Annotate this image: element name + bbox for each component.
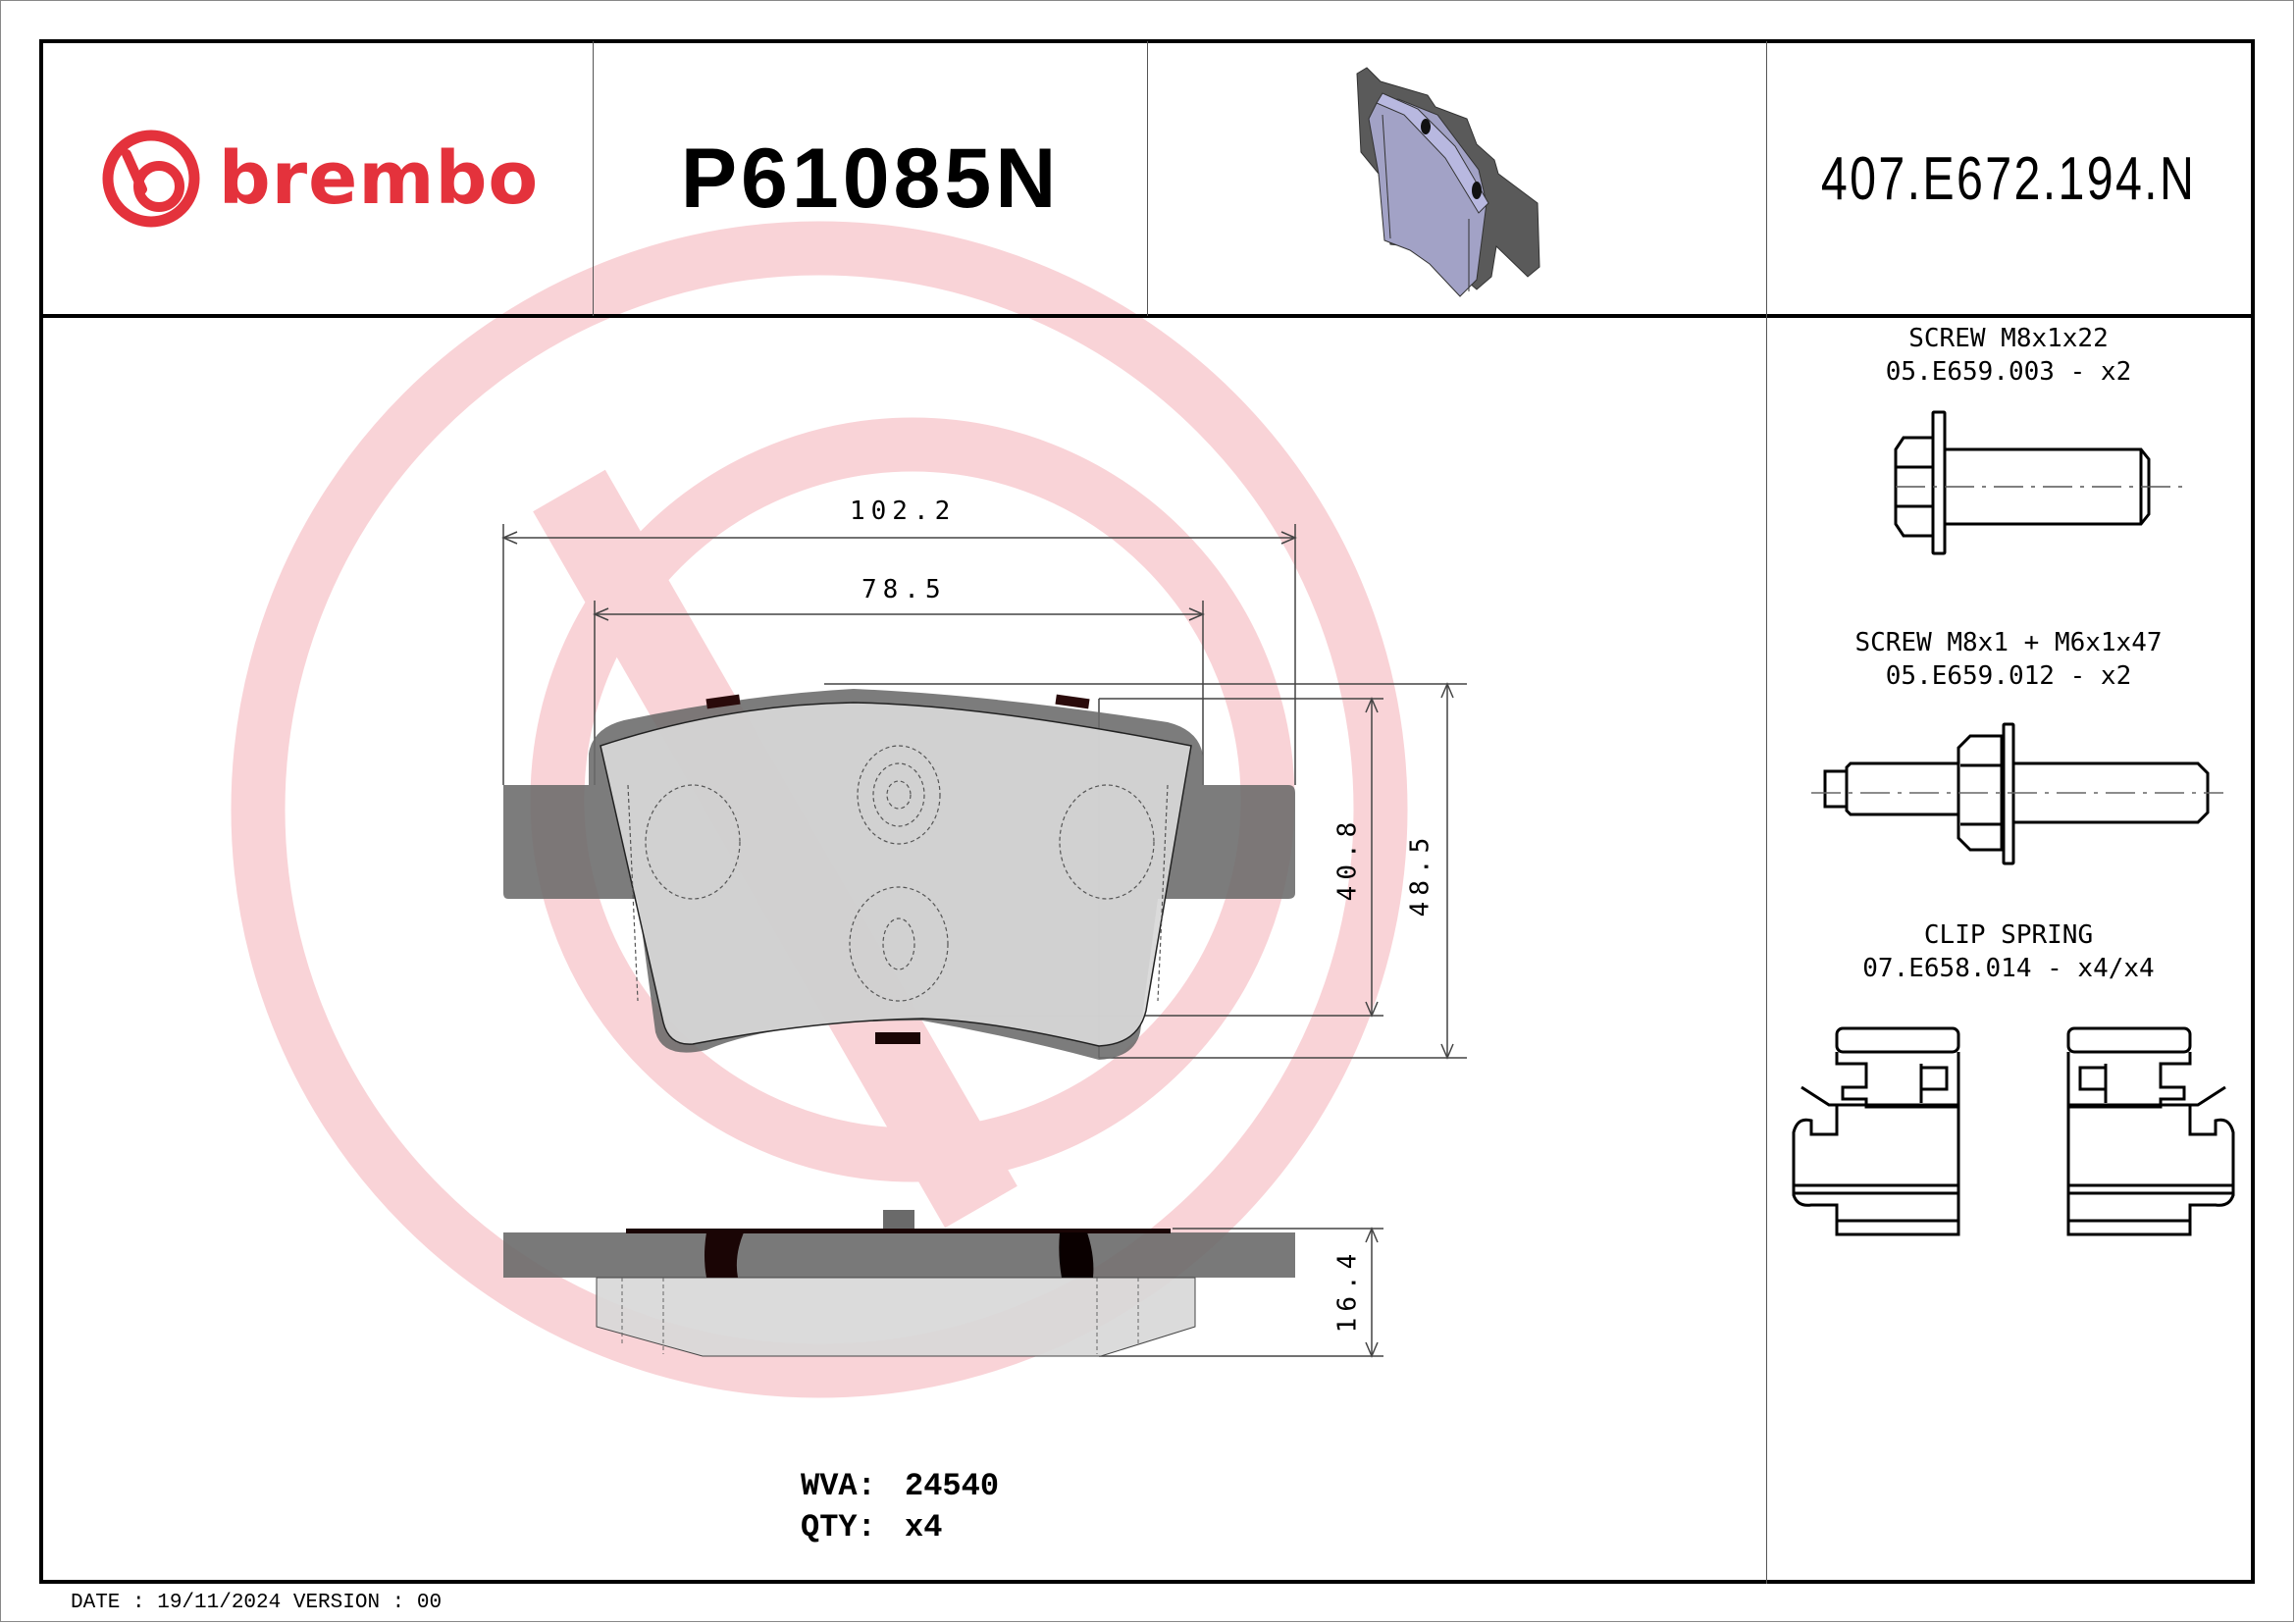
date-version: DATE : 19/11/2024 VERSION : 00 (71, 1592, 443, 1614)
brembo-logo-icon (102, 130, 200, 228)
dim-overall-height: 48.5 (1405, 831, 1435, 917)
dim-overall-width: 102.2 (850, 497, 957, 526)
header-col-divider-3 (1766, 41, 1767, 1584)
double-thread-bolt-icon (1811, 722, 2223, 865)
reference-code-cell: 407.E672.194.N (1767, 43, 2251, 314)
flange-bolt-icon (1894, 410, 2186, 555)
accessory-3-code: 07.E658.014 - x4/x4 (1862, 954, 2155, 983)
reference-code: 407.E672.194.N (1821, 144, 2197, 213)
header-col-divider-2 (1147, 41, 1148, 316)
header-divider (39, 314, 2255, 318)
accessory-1-name: SCREW M8x1x22 (1908, 324, 2109, 353)
brake-pad-3d-icon (1356, 67, 1540, 297)
wva-label: WVA: (801, 1468, 876, 1504)
accessory-3-name: CLIP SPRING (1923, 920, 2094, 950)
brand-name: brembo (218, 136, 540, 221)
accessory-2-label: SCREW M8x1 + M6x1x47 05.E659.012 - x2 (1766, 626, 2251, 693)
accessory-1-code: 05.E659.003 - x2 (1885, 357, 2132, 387)
dim-thickness: 16.4 (1332, 1247, 1363, 1334)
clip-spring-icon (1792, 1026, 2235, 1236)
wva-value: 24540 (905, 1468, 1000, 1504)
wva-row: WVA: 24540 (801, 1466, 999, 1507)
qty-row: QTY: x4 (801, 1507, 942, 1548)
part-number-cell: P61085N (594, 43, 1147, 314)
qty-value: x4 (905, 1509, 943, 1545)
dim-friction-height: 40.8 (1332, 815, 1363, 902)
brand-logo: brembo (43, 43, 593, 314)
accessory-1-label: SCREW M8x1x22 05.E659.003 - x2 (1766, 322, 2251, 389)
accessory-2-code: 05.E659.012 - x2 (1885, 661, 2132, 691)
qty-label: QTY: (801, 1509, 876, 1545)
product-image-cell (1148, 43, 1766, 314)
header-col-divider-1 (593, 41, 594, 316)
brake-pad-front-view (501, 524, 1467, 1358)
accessory-2-name: SCREW M8x1 + M6x1x47 (1854, 628, 2163, 657)
accessory-3-label: CLIP SPRING 07.E658.014 - x4/x4 (1766, 918, 2251, 985)
part-number: P61085N (680, 131, 1061, 226)
dim-friction-width: 78.5 (861, 575, 947, 604)
